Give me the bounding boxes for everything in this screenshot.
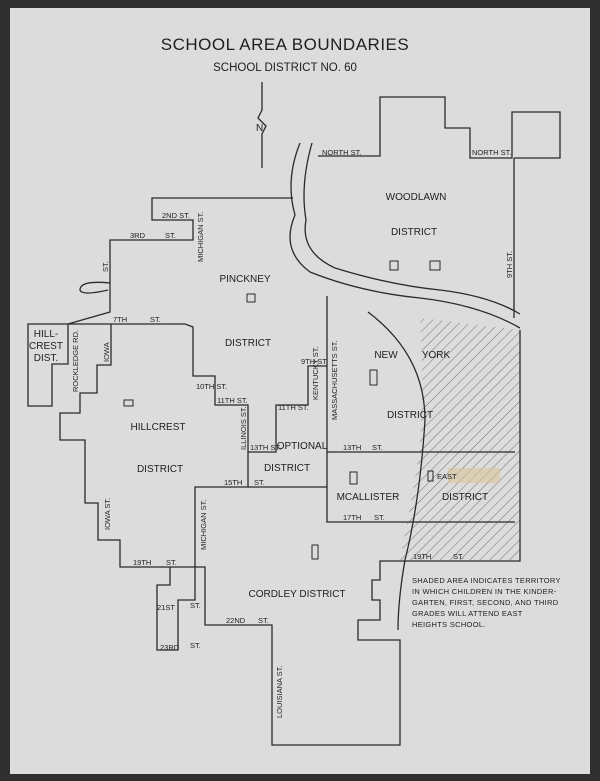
svg-text:SHADED AREA INDICATES TERRITOR: SHADED AREA INDICATES TERRITORY	[412, 576, 561, 585]
svg-text:13TH ST.: 13TH ST.	[250, 443, 281, 452]
district-label: HILLCREST	[130, 422, 185, 433]
district-label: DISTRICT	[264, 463, 310, 474]
district-label: OPTIONAL	[277, 441, 328, 452]
svg-text:9TH ST.: 9TH ST.	[505, 251, 514, 278]
svg-text:ST.: ST.	[165, 231, 176, 240]
district-label: PINCKNEY	[219, 274, 270, 285]
svg-text:HEIGHTS SCHOOL.: HEIGHTS SCHOOL.	[412, 620, 486, 629]
svg-text:15TH: 15TH	[224, 478, 242, 487]
svg-text:ILLINOIS ST.: ILLINOIS ST.	[239, 406, 248, 450]
east-heights-shaded-area	[400, 318, 520, 560]
river-bank-north	[303, 142, 521, 315]
svg-text:ST.: ST.	[258, 616, 269, 625]
district-label: DISTRICT	[225, 338, 271, 349]
district-label: DIST.	[34, 353, 58, 364]
svg-text:MICHIGAN ST.: MICHIGAN ST.	[196, 212, 205, 262]
district-label: DISTRICT	[137, 464, 183, 475]
svg-text:IOWA: IOWA	[102, 342, 111, 362]
district-label: CREST	[29, 341, 63, 352]
river-bank-south	[289, 142, 521, 329]
school-markers	[123, 260, 441, 560]
map-title: SCHOOL AREA BOUNDARIES	[161, 35, 409, 54]
svg-text:GRADES WILL ATTEND EAST: GRADES WILL ATTEND EAST	[412, 609, 523, 618]
svg-text:ROCKLEDGE RD.: ROCKLEDGE RD.	[71, 330, 80, 392]
svg-text:11TH ST.: 11TH ST.	[217, 396, 248, 405]
svg-text:3RD: 3RD	[130, 231, 146, 240]
svg-text:ST.: ST.	[190, 641, 201, 650]
svg-text:ST.: ST.	[374, 513, 385, 522]
map-subtitle: SCHOOL DISTRICT NO. 60	[213, 62, 357, 74]
district-label: NEW	[374, 350, 398, 361]
svg-text:ST.: ST.	[190, 601, 201, 610]
district-label: CORDLEY DISTRICT	[248, 589, 345, 600]
svg-text:ST.: ST.	[101, 261, 110, 272]
district-label: YORK	[422, 350, 451, 361]
svg-text:GARTEN, FIRST, SECOND, AND THI: GARTEN, FIRST, SECOND, AND THIRD	[412, 598, 559, 607]
district-label: MCALLISTER	[337, 492, 400, 503]
svg-text:MICHIGAN ST.: MICHIGAN ST.	[199, 500, 208, 550]
svg-text:NORTH ST.: NORTH ST.	[472, 148, 511, 157]
svg-text:19TH: 19TH	[133, 558, 151, 567]
tape-stain	[448, 468, 500, 483]
district-label: DISTRICT	[442, 492, 488, 503]
district-label: HILL-	[34, 329, 58, 340]
svg-text:MASSACHUSETTS ST.: MASSACHUSETTS ST.	[330, 340, 339, 420]
svg-text:9TH ST.: 9TH ST.	[301, 357, 328, 366]
district-label: WOODLAWN	[386, 192, 447, 203]
svg-text:ST.: ST.	[453, 552, 464, 561]
svg-text:17TH: 17TH	[343, 513, 361, 522]
svg-text:LOUISIANA ST.: LOUISIANA ST.	[275, 665, 284, 718]
district-label: DISTRICT	[391, 227, 437, 238]
svg-text:ST.: ST.	[254, 478, 265, 487]
svg-text:7TH: 7TH	[113, 315, 127, 324]
svg-text:IN WHICH CHILDREN IN THE KINDE: IN WHICH CHILDREN IN THE KINDER-	[412, 587, 557, 596]
svg-text:ST.: ST.	[372, 443, 383, 452]
district-label: EAST	[437, 472, 457, 481]
svg-text:NORTH ST.: NORTH ST.	[322, 148, 361, 157]
svg-text:2ND ST.: 2ND ST.	[162, 211, 190, 220]
svg-text:23RD: 23RD	[160, 643, 180, 652]
svg-text:21ST: 21ST	[157, 603, 175, 612]
district-label: DISTRICT	[387, 410, 433, 421]
svg-text:22ND: 22ND	[226, 616, 246, 625]
north-arrow-icon: N	[256, 82, 267, 168]
svg-text:11TH ST.: 11TH ST.	[278, 403, 309, 412]
svg-text:KENTUCKY ST.: KENTUCKY ST.	[311, 346, 320, 400]
svg-text:19TH: 19TH	[413, 552, 431, 561]
legend-note: SHADED AREA INDICATES TERRITORY IN WHICH…	[412, 576, 561, 629]
svg-text:IOWA ST.: IOWA ST.	[103, 498, 112, 530]
street-labels: NORTH ST. NORTH ST. 9TH ST. 2ND ST. MICH…	[71, 148, 514, 718]
district-boundaries	[27, 96, 561, 746]
svg-text:N: N	[256, 123, 263, 134]
svg-text:13TH: 13TH	[343, 443, 361, 452]
svg-text:ST.: ST.	[166, 558, 177, 567]
svg-text:ST.: ST.	[150, 315, 161, 324]
svg-text:10TH ST.: 10TH ST.	[196, 382, 227, 391]
